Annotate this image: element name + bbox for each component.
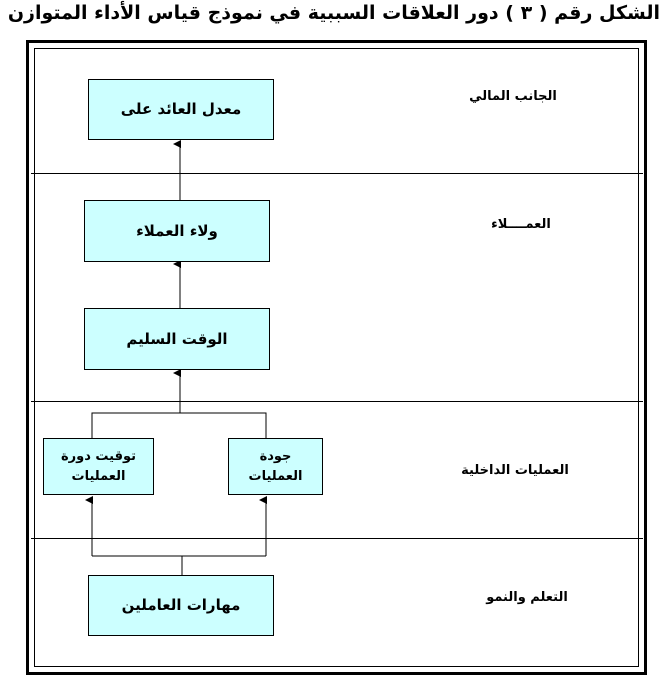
section-label-customers: العمــــلاء (491, 217, 551, 232)
figure-caption: الشكل رقم ( ٣ ) دور العلاقات السببية في … (7, 2, 660, 24)
node-label-line-2: العمليات (71, 468, 126, 484)
node-label-line-1: توقيت دورة (60, 449, 137, 464)
node-label-line-2: العمليات (248, 468, 303, 484)
section-label-internal-processes: العمليات الداخلية (461, 463, 569, 478)
section-divider-customers-internal (31, 401, 643, 402)
link-skills-to-internal (91, 500, 266, 575)
section-label-financial: الجانب المالي (469, 89, 557, 104)
node-process-cycle-timing: توقيت دورة العمليات (43, 438, 154, 495)
section-divider-internal-learning (31, 538, 643, 539)
section-label-learning-growth: التعلم والنمو (486, 590, 568, 605)
node-return-on-investment: معدل العائد على (88, 79, 274, 140)
node-label-line-1: جودة (259, 449, 292, 464)
section-divider-financial-customers (31, 173, 643, 174)
diagram-frame-inner (34, 48, 639, 667)
link-internal-to-ontime (91, 373, 267, 438)
node-employee-skills: مهارات العاملين (88, 575, 274, 636)
node-label: ولاء العملاء (136, 221, 218, 240)
node-label: الوقت السليم (126, 329, 228, 348)
diagram-frame (26, 40, 647, 675)
node-label: معدل العائد على (120, 100, 242, 119)
node-process-quality: جودة العمليات (228, 438, 323, 495)
node-label: مهارات العاملين (121, 596, 241, 615)
node-on-time-delivery: الوقت السليم (84, 308, 270, 370)
node-customer-loyalty: ولاء العملاء (84, 200, 270, 262)
